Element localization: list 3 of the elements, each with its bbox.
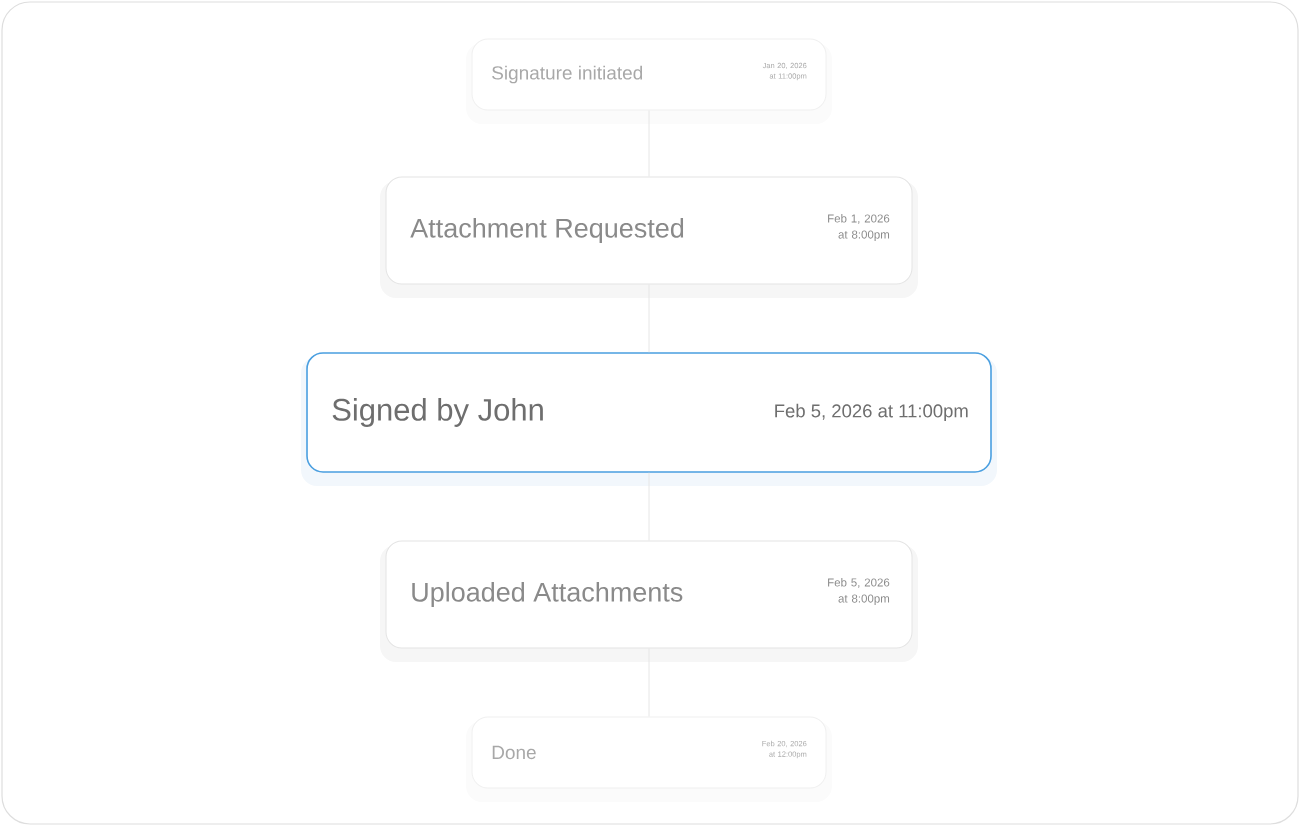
timeline-card: Attachment Requested Feb 1, 2026 at 8:00pm [380,176,918,298]
timeline-card: Uploaded Attachments Feb 5, 2026 at 8:00pm [380,540,918,662]
timeline-card: Signed by John Feb 5, 2026 at 11:00pm [301,352,997,486]
